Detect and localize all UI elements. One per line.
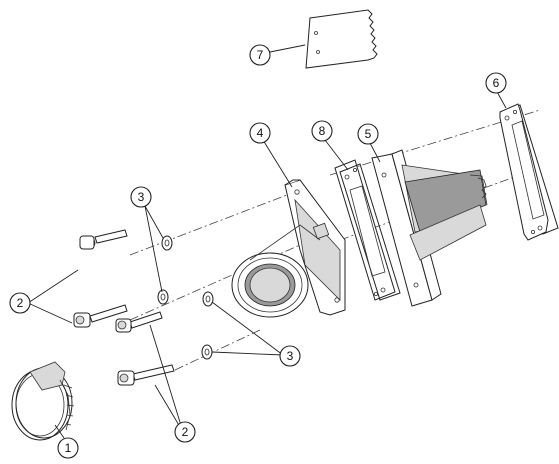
- bolt-lower-left-part: [115, 311, 163, 333]
- svg-text:7: 7: [257, 48, 264, 62]
- reed-block-part: [371, 149, 488, 307]
- svg-text:4: 4: [257, 126, 264, 140]
- hose-clamp-part: [11, 361, 75, 441]
- reed-petal-part: [305, 9, 378, 69]
- callout-3-lower: 3: [279, 345, 301, 367]
- callout-3-upper: 3: [130, 186, 152, 208]
- svg-text:6: 6: [493, 76, 500, 90]
- callout-1: 1: [57, 437, 79, 459]
- callout-7: 7: [249, 44, 271, 66]
- washer-lower-part: [201, 344, 213, 360]
- svg-text:3: 3: [138, 190, 145, 204]
- svg-text:2: 2: [17, 296, 24, 310]
- svg-text:8: 8: [319, 124, 326, 138]
- intake-manifold-part: [231, 179, 346, 318]
- callout-2-left: 2: [9, 292, 31, 314]
- bolt-upper-part: [79, 229, 128, 250]
- svg-text:3: 3: [287, 349, 294, 363]
- callout-5: 5: [357, 123, 379, 145]
- gasket-middle-part: [334, 159, 401, 301]
- bolt-middle-part: [73, 304, 128, 328]
- washer-upper-part: [161, 235, 173, 251]
- washer-right-part: [202, 291, 214, 307]
- callout-8: 8: [311, 120, 333, 142]
- callout-4: 4: [249, 122, 271, 144]
- svg-text:5: 5: [365, 127, 372, 141]
- callout-6: 6: [485, 72, 507, 94]
- callout-2-bottom: 2: [174, 421, 196, 443]
- washer-middle-part: [157, 289, 169, 305]
- svg-text:1: 1: [65, 441, 72, 455]
- gasket-right-part: [499, 103, 559, 241]
- svg-text:2: 2: [182, 425, 189, 439]
